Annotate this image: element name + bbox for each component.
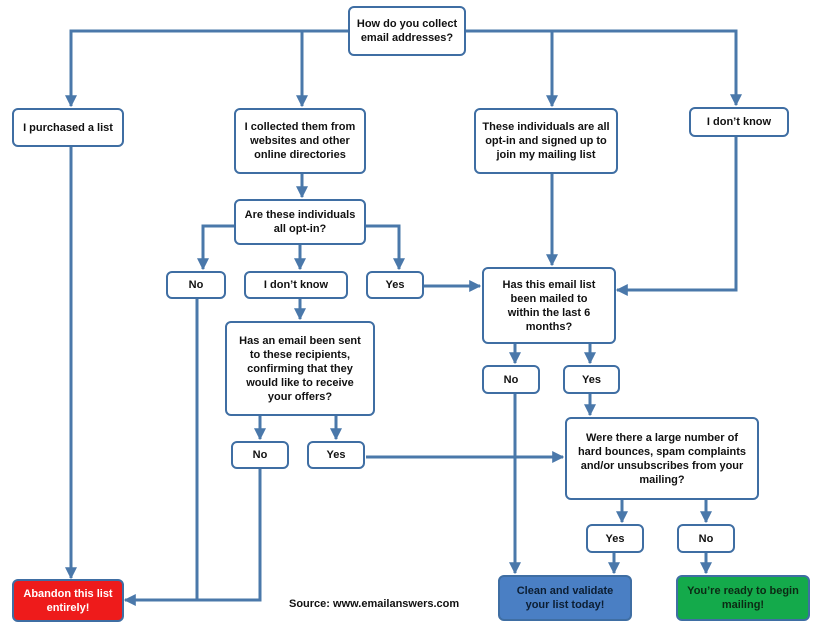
node-bounces-no: No [677,524,735,553]
source-caption: Source: www.emailanswers.com [289,598,460,610]
node-clean-validate: Clean and validate your list today! [498,575,632,621]
edge-dontknow-mailed [615,137,738,296]
node-optin-question: Are these individuals all opt-in? [234,199,366,245]
node-optin-no: No [166,271,226,299]
node-how-collect: How do you collect email addresses? [348,6,466,56]
node-confirm-question: Has an email been sent to these recipien… [225,321,375,416]
node-confirm-yes: Yes [307,441,365,469]
node-opted-in: These individuals are all opt-in and sig… [474,108,618,174]
node-confirm-no: No [231,441,289,469]
node-dont-know-top: I don’t know [689,107,789,137]
node-bounces-yes: Yes [586,524,644,553]
edge-collect-optedin [466,29,742,107]
node-mailed-question: Has this email list been mailed to withi… [482,267,616,344]
edge-collect-purchased [65,29,348,108]
edge-confirmno-abandon [123,469,262,606]
edge-optin-no [197,224,234,271]
node-ready-mailing: You’re ready to begin mailing! [676,575,810,621]
node-optin-dont-know: I don’t know [244,271,348,299]
node-mailed-yes: Yes [563,365,620,394]
node-abandon-list: Abandon this list entirely! [12,579,124,622]
node-optin-yes: Yes [366,271,424,299]
node-mailed-no: No [482,365,540,394]
node-purchased-list: I purchased a list [12,108,124,147]
edge-optin-yes [365,224,405,271]
node-bounces-question: Were there a large number of hard bounce… [565,417,759,500]
node-collected-web: I collected them from websites and other… [234,108,366,174]
